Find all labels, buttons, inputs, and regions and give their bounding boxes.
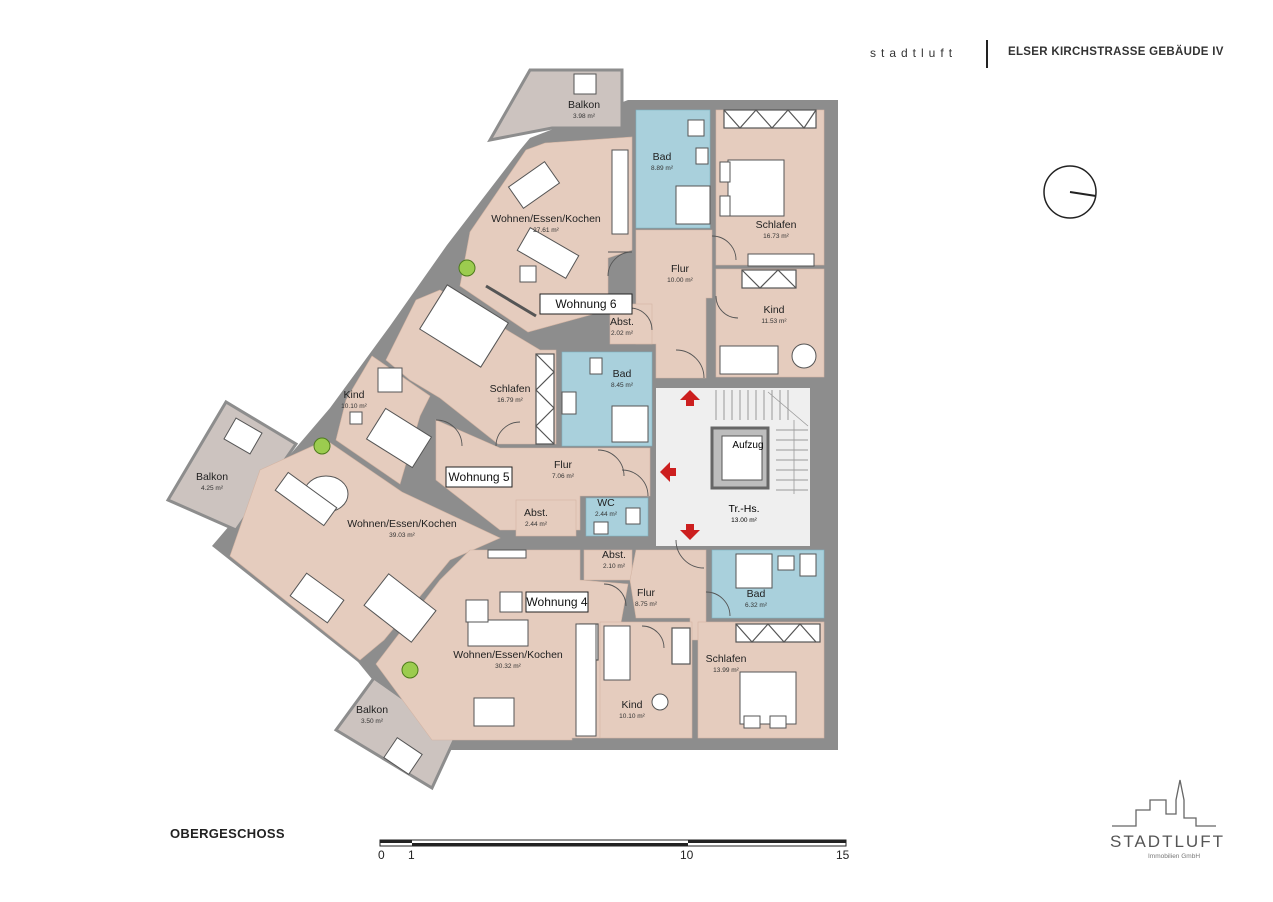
door-arc <box>495 421 521 447</box>
furniture <box>223 73 817 776</box>
room-name: Bad <box>747 588 766 600</box>
room-area: 2.10 m² <box>603 563 626 570</box>
scale-bar <box>379 839 847 847</box>
header-separator <box>986 40 988 68</box>
stairwell-area: 13.00 m² <box>731 517 757 524</box>
room-name: Kind <box>763 304 784 316</box>
room-name: Balkon <box>196 471 228 483</box>
room-name: Wohnen/Essen/Kochen <box>347 518 457 530</box>
scale-tick-1: 1 <box>408 848 415 862</box>
room-name: Balkon <box>568 99 600 111</box>
door-arc <box>603 583 627 607</box>
room-area: 13.99 m² <box>713 667 739 674</box>
room-area: 2.44 m² <box>595 511 618 518</box>
room-name: WC <box>597 497 615 509</box>
door-arc <box>629 307 653 331</box>
door-arc <box>607 251 633 277</box>
scale-tick-10: 10 <box>680 848 694 862</box>
door-arc <box>675 539 705 569</box>
room-w4-storage <box>583 549 633 581</box>
room-name: Wohnen/Essen/Kochen <box>491 213 601 225</box>
stair-treads <box>715 390 809 494</box>
room-area: 39.03 m² <box>389 532 415 539</box>
room-w5-hall <box>435 419 651 531</box>
door-arc <box>711 235 737 261</box>
logo-subtitle: Immobilien GmbH <box>1148 853 1201 860</box>
room-name: Bad <box>613 368 632 380</box>
room-name: Kind <box>621 699 642 711</box>
room-name: Schlafen <box>490 383 531 395</box>
room-area: 3.50 m² <box>361 718 384 725</box>
apartment-label-box <box>445 466 513 488</box>
room-name: Flur <box>554 459 573 471</box>
room-area: 3.98 m² <box>573 113 596 120</box>
stairwell-label: Tr.-Hs. <box>728 503 759 515</box>
room-name: Kind <box>343 389 364 401</box>
room-name: Schlafen <box>756 219 797 231</box>
door-arc <box>641 625 665 649</box>
room-area: 10.10 m² <box>341 403 367 410</box>
room-area: 27.61 m² <box>533 227 559 234</box>
apartment-label-box <box>525 591 589 613</box>
room-name: Abst. <box>610 316 634 328</box>
room-area: 30.32 m² <box>495 663 521 670</box>
room-w6-living <box>459 136 633 333</box>
room-name: Balkon <box>356 704 388 716</box>
room-w5-storage <box>515 499 577 537</box>
balcony-w5 <box>165 399 299 532</box>
scale-tick-0: 0 <box>378 848 385 862</box>
room-area: 4.25 m² <box>201 485 224 492</box>
room-name: Schlafen <box>706 653 747 665</box>
plants <box>313 259 476 679</box>
room-area: 2.02 m² <box>611 330 634 337</box>
room-name: Bad <box>653 151 672 163</box>
room-name: Flur <box>637 587 656 599</box>
apartment-label-box <box>539 293 633 315</box>
room-labels: Wohnung 6 Balkon 3.98 m² Wohnen/Essen/Koche… <box>196 99 797 725</box>
room-name: Abst. <box>524 507 548 519</box>
room-area: 8.89 m² <box>651 165 674 172</box>
door-arc <box>715 295 739 319</box>
door-arc <box>597 449 625 477</box>
floor-label: OBERGESCHOSS <box>170 826 285 841</box>
door-arc <box>705 591 731 617</box>
direction-arrows <box>660 390 700 540</box>
door-arc <box>675 349 705 379</box>
room-area: 11.53 m² <box>761 318 787 325</box>
project-title: ELSER KIRCHSTRASSE GEBÄUDE IV <box>1008 46 1224 58</box>
north-compass <box>1043 165 1097 219</box>
room-name: Wohnen/Essen/Kochen <box>453 649 563 661</box>
logo-skyline-icon <box>1112 779 1216 827</box>
room-area: 16.79 m² <box>497 397 523 404</box>
elevator-label: Aufzug <box>732 440 763 451</box>
scale-tick-15: 15 <box>836 848 850 862</box>
room-area: 10.10 m² <box>619 713 645 720</box>
apartment-label: Wohnung 6 <box>555 297 616 311</box>
door-arc <box>435 419 463 447</box>
apartment-label: Wohnung 4 <box>526 595 587 609</box>
room-area: 2.44 m² <box>525 521 548 528</box>
logo-name: STADTLUFT <box>1110 832 1225 851</box>
door-arc <box>621 469 649 497</box>
room-area: 8.45 m² <box>611 382 634 389</box>
room-area: 6.32 m² <box>745 602 768 609</box>
room-area: 10.00 m² <box>667 277 693 284</box>
room-name: Abst. <box>602 549 626 561</box>
apartment-label: Wohnung 5 <box>448 470 509 484</box>
room-area: 7.06 m² <box>552 473 575 480</box>
room-area: 8.75 m² <box>635 601 658 608</box>
room-name: Flur <box>671 263 690 275</box>
room-area: 16.73 m² <box>763 233 789 240</box>
balcony-w6 <box>487 68 624 143</box>
brand-wordmark: stadtluft <box>870 46 958 60</box>
